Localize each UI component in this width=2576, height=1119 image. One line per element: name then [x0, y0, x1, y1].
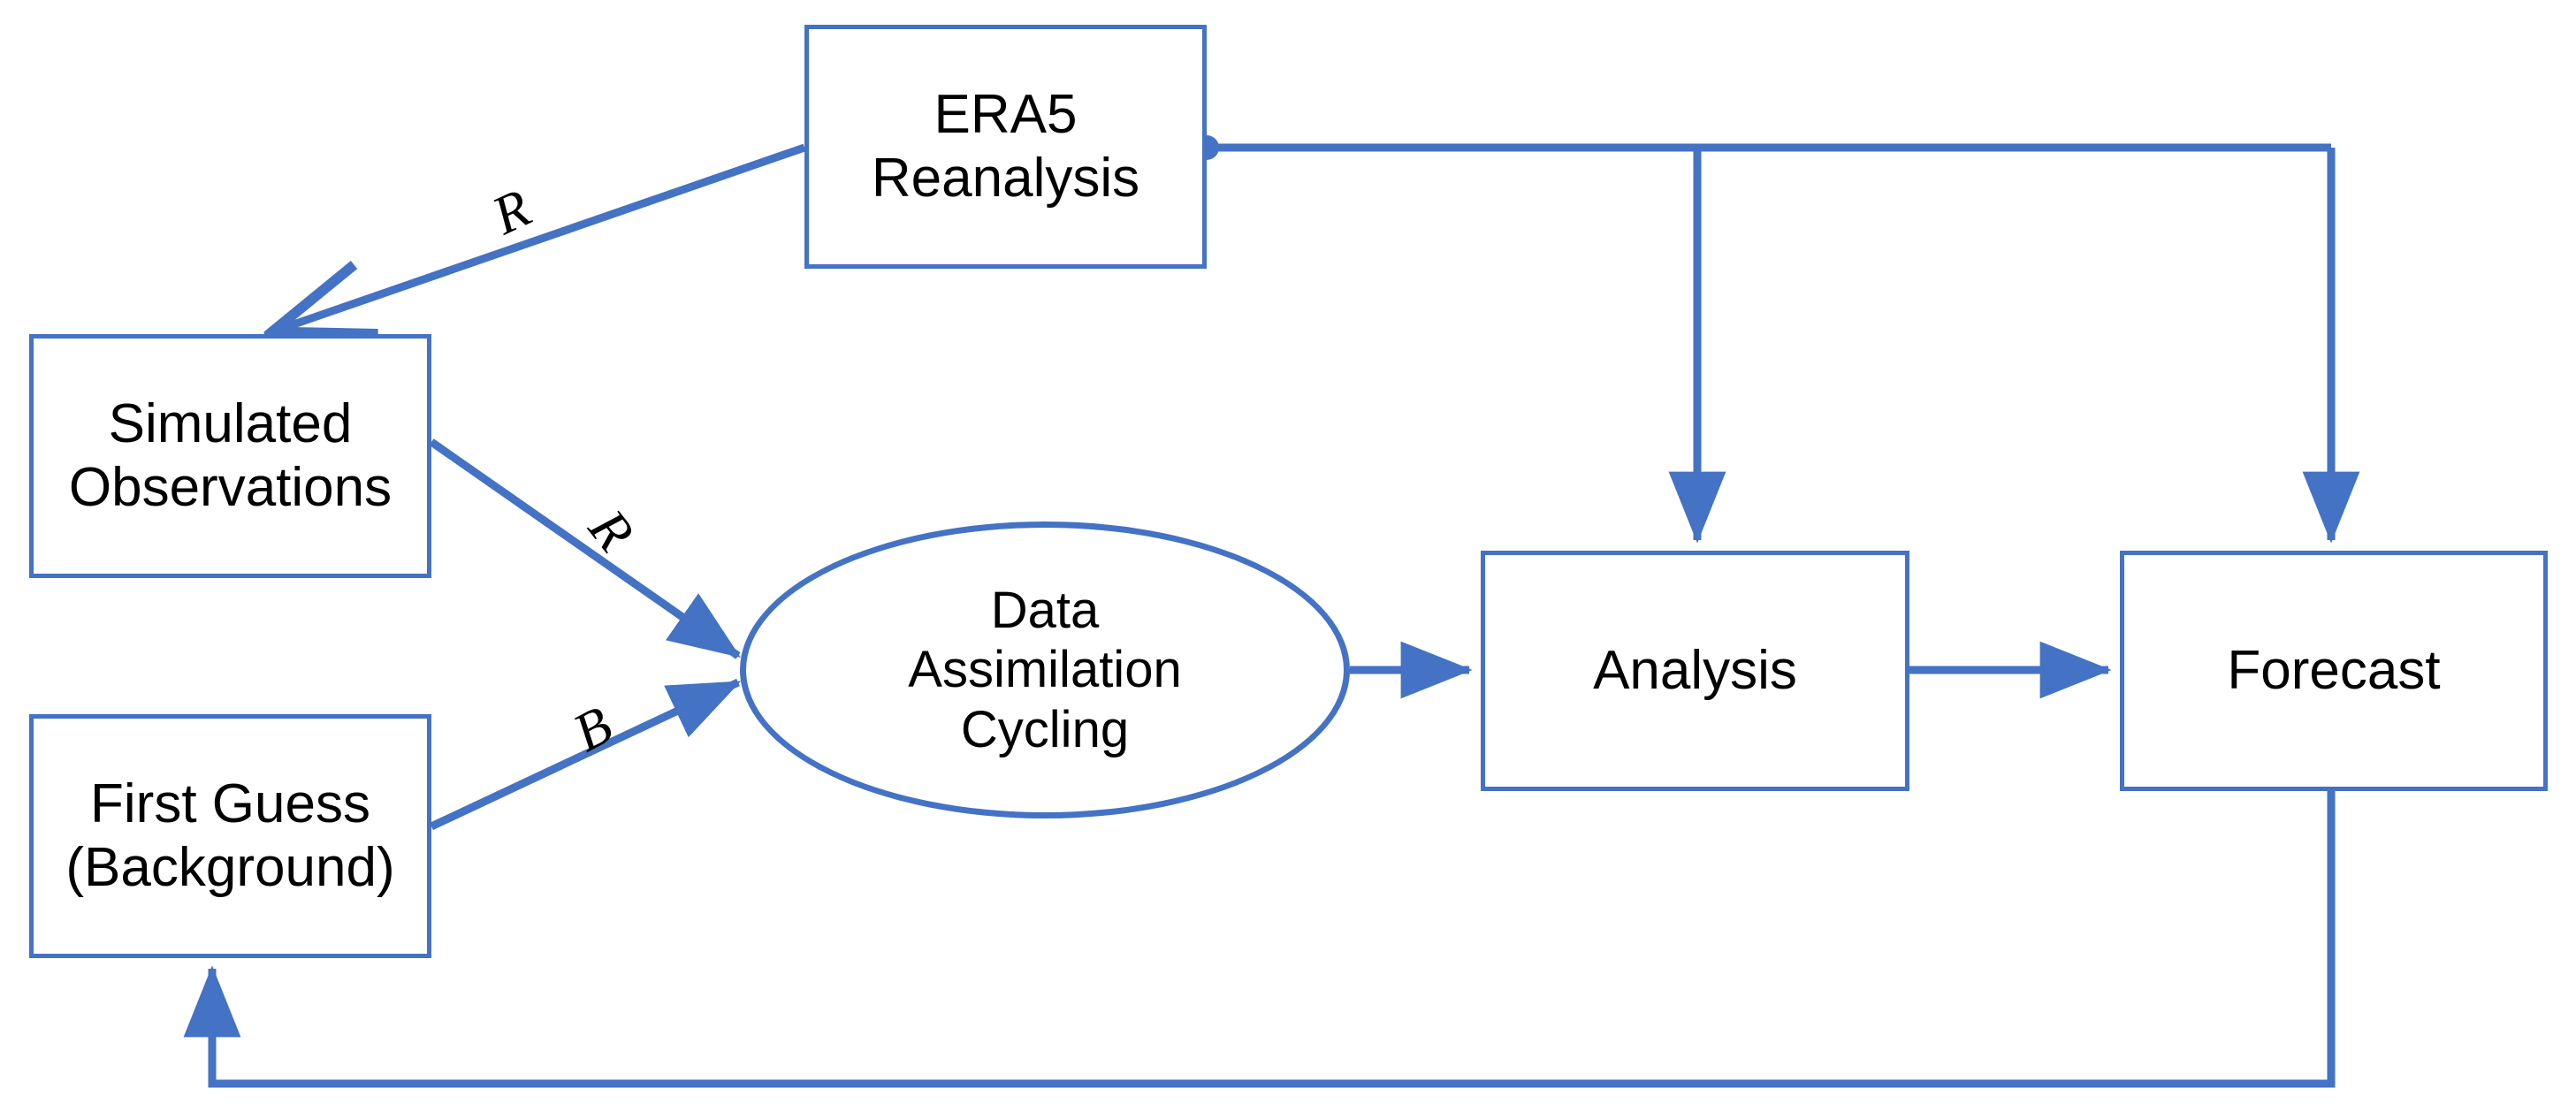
- node-label-data-assimilation-cycling: Data Assimilation Cycling: [908, 582, 1182, 758]
- node-label-simulated-observations: Simulated Observations: [68, 393, 392, 518]
- node-era5-reanalysis[interactable]: ERA5 Reanalysis: [804, 25, 1207, 269]
- connector-first-guess-to-cycling: [430, 678, 742, 831]
- connector-simulated-observations-to-cycling: [429, 438, 741, 659]
- connector-forecast-to-first-guess: [183, 791, 2336, 1088]
- node-data-assimilation-cycling[interactable]: Data Assimilation Cycling: [740, 521, 1350, 818]
- node-analysis[interactable]: Analysis: [1481, 551, 1909, 791]
- connector-era5-to-simulated-observations: [276, 143, 806, 331]
- node-label-forecast: Forecast: [2227, 640, 2441, 702]
- node-forecast[interactable]: Forecast: [2120, 551, 2548, 791]
- node-label-era5-reanalysis: ERA5 Reanalysis: [871, 84, 1140, 209]
- node-first-guess-background[interactable]: First Guess (Background): [29, 714, 431, 958]
- node-simulated-observations[interactable]: Simulated Observations: [29, 334, 431, 578]
- node-label-first-guess-background: First Guess (Background): [65, 773, 395, 898]
- node-label-analysis: Analysis: [1593, 640, 1797, 702]
